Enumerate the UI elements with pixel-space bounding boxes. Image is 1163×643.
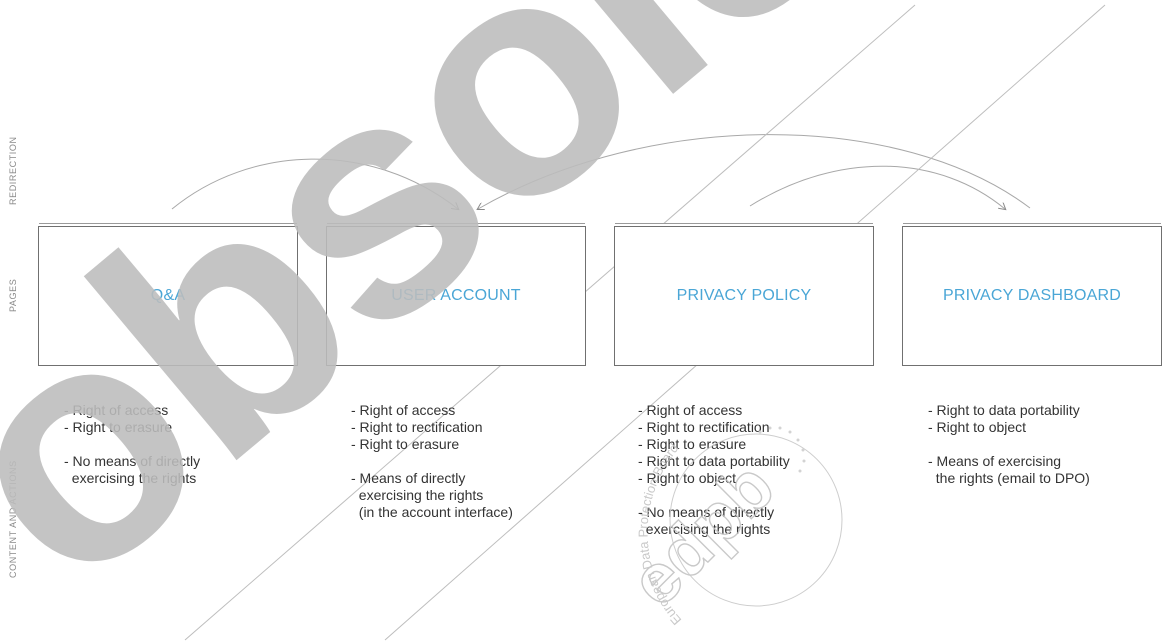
content-line: - Right to data portability: [928, 402, 1080, 418]
content-line: the rights (email to DPO): [928, 470, 1090, 486]
content-line: - Right of access: [638, 402, 743, 418]
content-spacer: [638, 487, 878, 504]
content-line: - Right to rectification: [638, 419, 770, 435]
content-line: - Right to erasure: [638, 436, 747, 452]
content-line: - No means of directly: [638, 504, 775, 520]
content-spacer: [351, 453, 591, 470]
page-box-qa: Q&A: [38, 226, 298, 366]
content-line: - Means of exercising: [928, 453, 1062, 469]
page-title-privacy-policy: PRIVACY POLICY: [676, 287, 812, 304]
content-list-user-account: - Right of access- Right to rectificatio…: [351, 402, 591, 521]
content-line: - Right to object: [638, 470, 737, 486]
arrow-qa-to-user-account: [171, 158, 458, 209]
content-line: - Right to rectification: [351, 419, 483, 435]
content-list-qa: - Right of access- Right to erasure - No …: [64, 402, 304, 487]
arrow-dashboard-to-user-account: [478, 134, 1031, 209]
content-line: - Right to erasure: [64, 419, 173, 435]
content-line: - No means of directly: [64, 453, 201, 469]
content-line: - Means of directly: [351, 470, 466, 486]
page-title-privacy-dashboard: PRIVACY DASHBOARD: [943, 287, 1121, 304]
page-box-privacy-policy: PRIVACY POLICY: [614, 226, 874, 366]
content-list-privacy-dashboard: - Right to data portability- Right to ob…: [928, 402, 1163, 487]
content-line: (in the account interface): [351, 504, 513, 520]
arrow-privacy-policy-to-dashboard: [749, 165, 1005, 209]
content-line: exercising the rights: [638, 521, 771, 537]
page-title-user-account: USER ACCOUNT: [391, 287, 521, 304]
content-spacer: [64, 436, 304, 453]
content-list-privacy-policy: - Right of access- Right to rectificatio…: [638, 402, 878, 538]
content-line: - Right to object: [928, 419, 1027, 435]
content-line: - Right of access: [64, 402, 169, 418]
page-title-qa: Q&A: [150, 287, 186, 304]
content-line: exercising the rights: [64, 470, 197, 486]
content-line: exercising the rights: [351, 487, 484, 503]
page-box-privacy-dashboard: PRIVACY DASHBOARD: [902, 226, 1162, 366]
content-line: - Right of access: [351, 402, 456, 418]
content-spacer: [928, 436, 1163, 453]
content-line: - Right to data portability: [638, 453, 790, 469]
page-box-user-account: USER ACCOUNT: [326, 226, 586, 366]
content-line: - Right to erasure: [351, 436, 460, 452]
